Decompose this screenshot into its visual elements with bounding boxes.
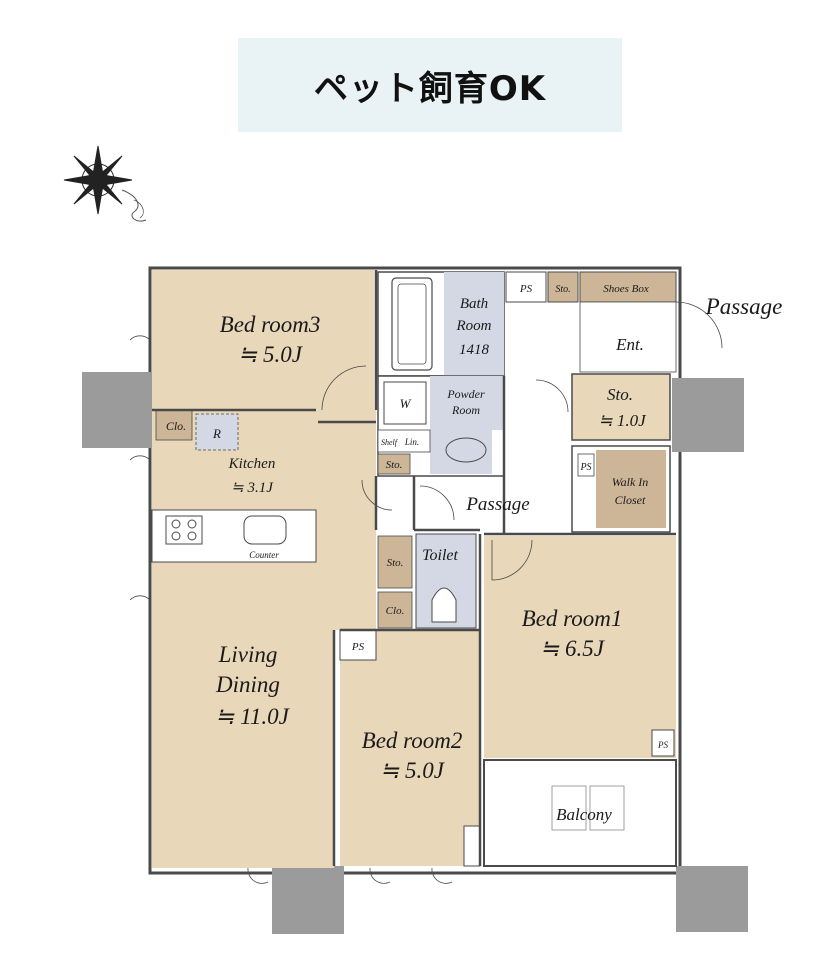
door-swings: [129, 335, 569, 884]
ps-label-bedroom1: PS: [657, 740, 668, 750]
kitchen-name: Kitchen: [228, 456, 276, 472]
passage-outer: Passage: [705, 294, 783, 319]
sto-label-powder: Sto.: [386, 459, 403, 471]
bedroom3-area: [152, 270, 374, 410]
bedroom2-size: ≒ 5.0J: [380, 758, 446, 783]
walkin-label-1: Walk In: [612, 475, 649, 489]
living-label-1: Living: [218, 642, 278, 667]
living-size: ≒ 11.0J: [215, 704, 291, 729]
bath-label-2: Room: [456, 318, 492, 334]
bathtub: [391, 277, 433, 371]
bedroom1-size: ≒ 6.5J: [540, 636, 606, 661]
sto-entrance: [547, 271, 579, 303]
sto-room: [571, 373, 671, 441]
ps-bedroom1: [651, 729, 675, 757]
sto-label-toilet: Sto.: [387, 557, 404, 569]
living-notch: [334, 530, 376, 630]
bedroom3-size: ≒ 5.0J: [238, 342, 304, 367]
column-east: [672, 378, 744, 452]
fridge-space: [195, 413, 239, 451]
bedroom1-area: [484, 536, 676, 758]
washer: [383, 381, 427, 425]
bath-label-3: 1418: [459, 342, 490, 358]
compass-rose-icon: [63, 145, 147, 222]
sink: [445, 437, 487, 463]
ps-label-entrance: PS: [519, 283, 533, 295]
sto-toilet: [377, 535, 413, 589]
sto-room-size: ≒ 1.0J: [598, 411, 647, 430]
shelf-label: Shelf: [381, 438, 399, 447]
kitchen-size: ≒ 3.1J: [231, 480, 274, 496]
sto-label-entrance: Sto.: [555, 284, 570, 295]
powder-label-2: Room: [451, 403, 480, 417]
toilet-bowl: [431, 587, 457, 623]
column-south-left: [272, 866, 344, 934]
ps-bedroom2: [339, 629, 377, 661]
powder-label-1: Powder: [446, 387, 485, 401]
clo-toilet: [377, 591, 413, 629]
bath-label-1: Bath: [460, 296, 488, 312]
ps-label-closet: PS: [579, 462, 591, 473]
stove: [165, 515, 203, 545]
interior-walls: [152, 270, 676, 866]
living-label-2: Dining: [215, 672, 280, 697]
passage-inner: Passage: [465, 494, 529, 515]
ps-entrance: [505, 271, 547, 303]
clo-label-kitchen: Clo.: [166, 419, 186, 433]
fridge-label: R: [212, 426, 221, 441]
shoes-box-label: Shoes Box: [603, 283, 649, 295]
balcony-area: [483, 759, 677, 867]
sto-room-name: Sto.: [607, 385, 633, 404]
bedroom2-name: Bed room2: [362, 728, 463, 753]
banner-text: ペット飼育OK: [313, 68, 547, 109]
balcony-name: Balcony: [556, 805, 612, 824]
toilet-name: Toilet: [422, 547, 458, 564]
entrance-hall: [579, 301, 677, 373]
walkin-label-2: Closet: [615, 493, 646, 507]
counter-label: Counter: [249, 550, 279, 560]
living-dining-area: [152, 568, 334, 868]
bedroom2-area: [340, 630, 480, 866]
lin-label: Lin.: [404, 437, 419, 447]
column-west: [82, 372, 152, 448]
pet-ok-banner: ペット飼育OK: [238, 38, 622, 132]
bedroom3-name: Bed room3: [220, 312, 321, 337]
entrance-name: Ent.: [615, 335, 644, 354]
column-south-right: [676, 866, 748, 932]
bedroom1-name: Bed room1: [522, 606, 623, 631]
shoes-box: [579, 271, 677, 303]
ps-south: [463, 825, 481, 867]
bath-wet-area: [444, 272, 504, 376]
washer-label: W: [400, 396, 412, 411]
entry-door-swing: [675, 301, 723, 349]
kitchen-sink: [243, 515, 287, 545]
ps-label-bedroom2: PS: [351, 641, 365, 653]
sto-powder: [377, 453, 411, 475]
clo-label-toilet: Clo.: [386, 605, 405, 617]
